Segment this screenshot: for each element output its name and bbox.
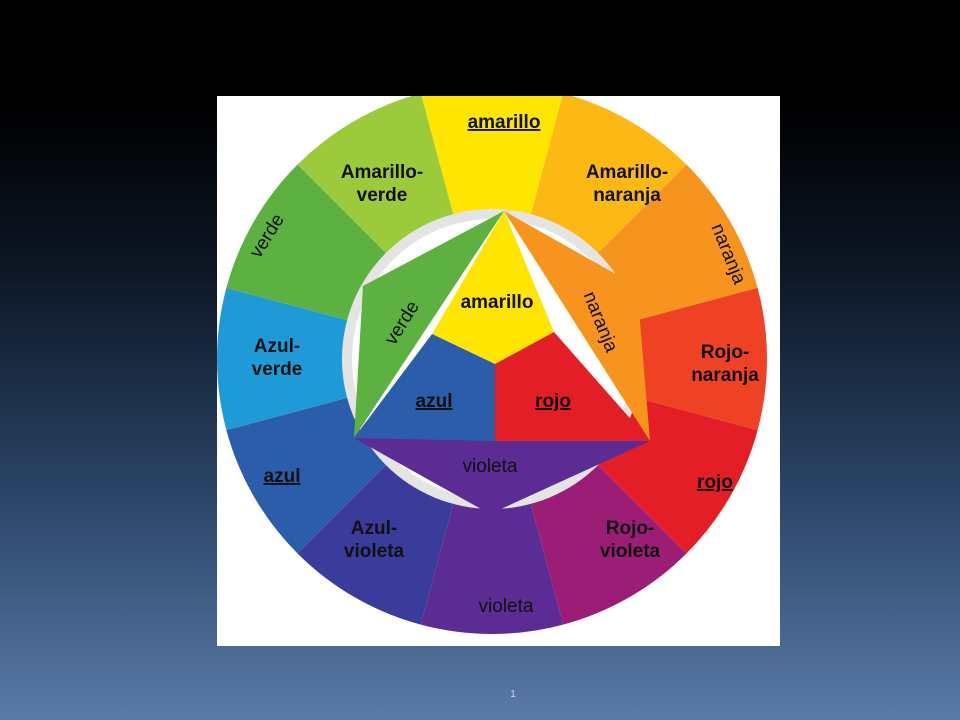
ring-label-line: violeta <box>479 596 534 617</box>
page-number: 1 <box>510 689 516 700</box>
ring-label-4: rojo <box>697 472 733 493</box>
ring-label-9: Azul-verde <box>252 336 303 380</box>
inner-label-amarillo: amarillo <box>461 292 534 313</box>
inner-shape-azul <box>354 334 495 441</box>
ring-label-7: Azul-violeta <box>344 518 405 562</box>
ring-label-0: amarillo <box>468 112 541 133</box>
ring-label-line: Amarillo- <box>586 162 668 183</box>
inner-label-violeta: violeta <box>463 456 518 477</box>
ring-label-line: verde <box>252 359 303 380</box>
ring-label-line: Rojo- <box>701 342 750 363</box>
inner-shape-amarillo <box>432 211 554 364</box>
inner-label-rojo: rojo <box>535 391 571 412</box>
inner-shape-verde <box>354 211 504 438</box>
ring-label-line: violeta <box>600 541 661 562</box>
ring-label-5: Rojo-violeta <box>600 518 661 562</box>
ring-label-11: Amarillo-verde <box>341 162 423 206</box>
ring-label-line: Azul- <box>254 336 300 357</box>
ring-label-line: Azul- <box>351 518 397 539</box>
outer-ring-labels: amarilloAmarillo-naranjanaranjaRojo-nara… <box>246 112 759 617</box>
ring-label-8: azul <box>264 466 301 487</box>
ring-label-3: Rojo-naranja <box>691 342 759 386</box>
inner-label-azul: azul <box>416 391 453 412</box>
ring-label-line: violeta <box>344 541 405 562</box>
ring-label-line: azul <box>264 466 301 487</box>
ring-label-6: violeta <box>479 596 534 617</box>
ring-label-line: amarillo <box>468 112 541 133</box>
inner-shape-naranja <box>504 211 650 441</box>
ring-label-line: rojo <box>697 472 733 493</box>
ring-label-1: Amarillo-naranja <box>586 162 668 206</box>
inner-shape-rojo <box>495 332 650 441</box>
ring-label-line: verde <box>357 185 408 206</box>
inner-shape-violeta <box>354 438 650 514</box>
ring-label-line: naranja <box>691 365 759 386</box>
ring-label-line: Amarillo- <box>341 162 423 183</box>
color-wheel-svg: amarilloAmarillo-naranjanaranjaRojo-nara… <box>217 96 767 634</box>
ring-label-line: naranja <box>593 185 661 206</box>
ring-label-line: Rojo- <box>606 518 655 539</box>
inner-hexagram <box>354 211 650 514</box>
